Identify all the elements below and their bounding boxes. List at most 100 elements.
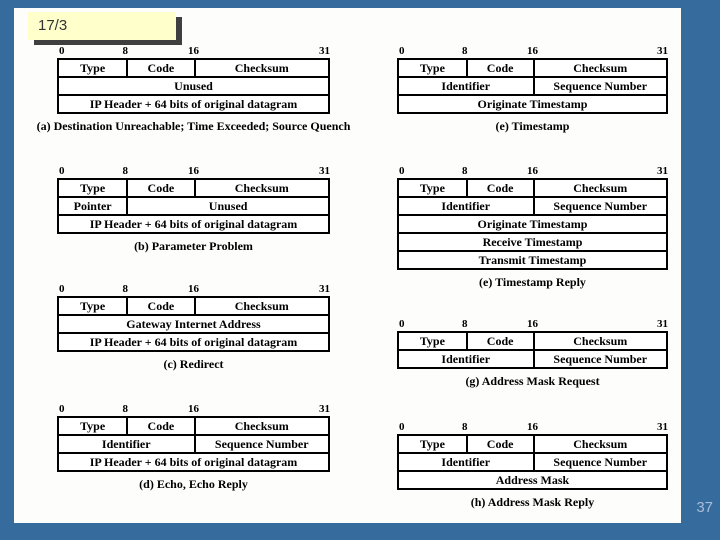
field-identifier: Identifier [101, 437, 151, 451]
bit-label-31: 31 [319, 165, 330, 177]
bit-label-8: 8 [462, 318, 468, 330]
field-type: Type [419, 334, 445, 348]
diagram-caption-c: (c) Redirect [163, 357, 224, 371]
diagram-caption-b: (b) Parameter Problem [134, 239, 253, 253]
field-checksum: Checksum [532, 333, 667, 349]
field-code: Code [126, 418, 193, 434]
field-type: Type [419, 181, 445, 195]
field-checksum: Checksum [193, 298, 329, 314]
format-row: Gateway Internet Address [59, 314, 328, 332]
field-type: Type [80, 419, 106, 433]
field-unused: Unused [174, 79, 213, 93]
bit-label-31: 31 [319, 283, 330, 295]
field-pointer: Pointer [73, 199, 112, 213]
bit-label-0: 0 [59, 165, 65, 177]
bit-label-16: 16 [188, 165, 199, 177]
bit-label-8: 8 [122, 165, 129, 177]
field-sequence-number: Sequence Number [532, 351, 667, 367]
field-checksum: Checksum [193, 180, 329, 196]
field-type: Type [419, 437, 445, 451]
bit-label-0: 0 [59, 45, 65, 57]
field-code: Code [465, 333, 533, 349]
bit-label-31: 31 [657, 318, 668, 330]
format-row: Identifier Sequence Number [399, 349, 666, 367]
field-checksum: Checksum [532, 436, 667, 452]
format-row: Unused [59, 76, 328, 94]
field-address-mask: Address Mask [495, 473, 570, 487]
field-identifier: Identifier [441, 79, 491, 93]
field-type: Type [80, 299, 106, 313]
diagram-caption-d: (d) Echo, Echo Reply [139, 477, 248, 491]
diagram-caption-f: (e) Timestamp Reply [479, 275, 586, 289]
bit-label-16: 16 [527, 45, 538, 57]
bit-label-16: 16 [527, 421, 538, 433]
bit-label-8: 8 [462, 165, 468, 177]
bit-label-31: 31 [657, 421, 668, 433]
field-identifier: Identifier [441, 199, 491, 213]
field-transmit-timestamp: Transmit Timestamp [478, 253, 587, 267]
diagram-caption-h: (h) Address Mask Reply [470, 495, 595, 509]
field-type: Type [80, 181, 106, 195]
field-ip-header-64-bits-of-original-datagram: IP Header + 64 bits of original datagram [89, 97, 298, 111]
page-number: 37 [696, 499, 713, 516]
field-code: Code [126, 298, 193, 314]
field-identifier: Identifier [441, 352, 491, 366]
field-identifier: Identifier [441, 455, 491, 469]
format-row: IP Header + 64 bits of original datagram [59, 332, 328, 350]
bit-ruler: 0 8 16 31 [57, 164, 330, 178]
field-ip-header-64-bits-of-original-datagram: IP Header + 64 bits of original datagram [89, 217, 298, 231]
field-checksum: Checksum [193, 60, 329, 76]
field-checksum: Checksum [532, 180, 667, 196]
bit-label-16: 16 [188, 283, 199, 295]
diagram-caption-e: (e) Timestamp [495, 119, 570, 133]
field-sequence-number: Sequence Number [532, 198, 667, 214]
bit-label-8: 8 [122, 283, 129, 295]
format-row: Identifier Sequence Number [399, 196, 666, 214]
format-row: Originate Timestamp [399, 94, 666, 112]
bit-label-31: 31 [319, 45, 330, 57]
field-code: Code [126, 180, 193, 196]
format-row: IP Header + 64 bits of original datagram [59, 94, 328, 112]
format-row: Address Mask [399, 470, 666, 488]
bit-label-31: 31 [657, 165, 668, 177]
diagram-caption-a: (a) Destination Unreachable; Time Exceed… [36, 119, 351, 133]
field-originate-timestamp: Originate Timestamp [477, 217, 588, 231]
format-row: Originate Timestamp [399, 214, 666, 232]
bit-label-31: 31 [319, 403, 330, 415]
field-type: Type [419, 61, 445, 75]
format-row: Identifier Sequence Number [399, 76, 666, 94]
field-code: Code [465, 436, 533, 452]
bit-label-8: 8 [462, 45, 468, 57]
field-receive-timestamp: Receive Timestamp [482, 235, 583, 249]
field-sequence-number: Sequence Number [532, 78, 667, 94]
bit-label-8: 8 [122, 403, 129, 415]
field-ip-header-64-bits-of-original-datagram: IP Header + 64 bits of original datagram [89, 455, 298, 469]
bit-label-0: 0 [59, 403, 65, 415]
bit-label-31: 31 [657, 45, 668, 57]
field-code: Code [465, 60, 533, 76]
field-checksum: Checksum [532, 60, 667, 76]
format-row: IP Header + 64 bits of original datagram [59, 214, 328, 232]
